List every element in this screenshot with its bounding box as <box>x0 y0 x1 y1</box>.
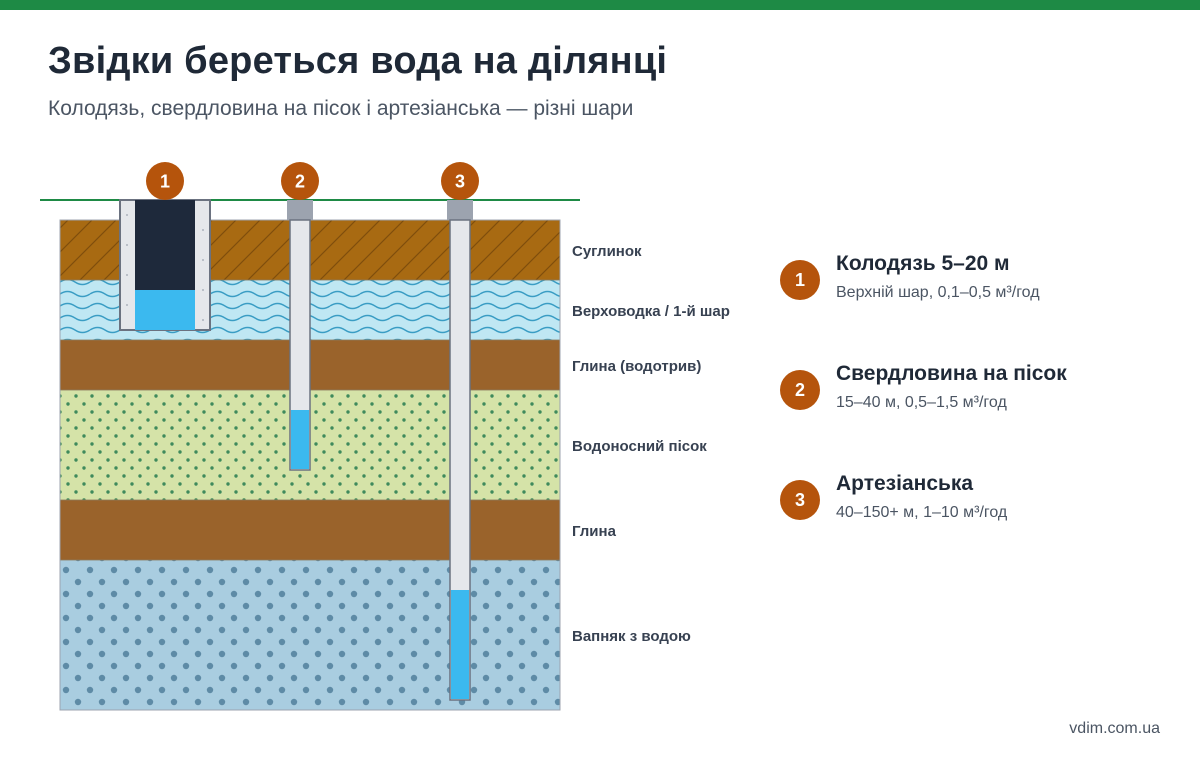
legend-item-sand-borehole: 2 Свердловина на пісок 15–40 м, 0,5–1,5 … <box>780 362 1160 440</box>
layer-label-perched-water: Верховодка / 1-й шар <box>572 303 730 320</box>
borehole-sand <box>287 200 313 471</box>
legend-desc-well: Верхній шар, 0,1–0,5 м³/год <box>836 284 1040 301</box>
badge-1: 1 <box>146 162 184 200</box>
legend-title-well: Колодязь 5–20 м <box>836 252 1010 275</box>
well-dug-shaft <box>119 199 211 331</box>
badge-3: 3 <box>441 162 479 200</box>
legend-item-well: 1 Колодязь 5–20 м Верхній шар, 0,1–0,5 м… <box>780 252 1160 330</box>
svg-text:1: 1 <box>160 172 170 192</box>
legend-badge-1: 1 <box>780 260 820 300</box>
borehole-artesian <box>447 200 473 701</box>
page-subtitle: Колодязь, свердловина на пісок і артезіа… <box>48 97 634 120</box>
legend-badge-2: 2 <box>780 370 820 410</box>
page-title: Звідки береться вода на ділянці <box>48 40 668 82</box>
layer-clay <box>60 500 560 560</box>
top-accent-bar <box>0 0 1200 10</box>
well-1-water <box>135 290 195 330</box>
badge-2: 2 <box>281 162 319 200</box>
layer-label-loam: Суглинок <box>572 243 642 260</box>
legend-title-sand-borehole: Свердловина на пісок <box>836 362 1067 385</box>
footer-site-link[interactable]: vdim.com.ua <box>1069 720 1160 737</box>
layer-label-aquifer-sand: Водоносний пісок <box>572 438 707 455</box>
legend-badge-3: 3 <box>780 480 820 520</box>
svg-text:2: 2 <box>295 172 305 192</box>
layer-label-limestone: Вапняк з водою <box>572 628 691 645</box>
legend-item-artesian: 3 Артезіанська 40–150+ м, 1–10 м³/год <box>780 472 1160 550</box>
layer-limestone <box>60 560 560 710</box>
legend-desc-artesian: 40–150+ м, 1–10 м³/год <box>836 504 1008 521</box>
legend-desc-sand-borehole: 15–40 м, 0,5–1,5 м³/год <box>836 394 1007 411</box>
borehole-2-water <box>291 410 309 469</box>
borehole-3-water <box>451 590 469 699</box>
layer-label-clay-aquitard: Глина (водотрив) <box>572 358 701 375</box>
legend-title-artesian: Артезіанська <box>836 472 974 495</box>
layer-label-clay: Глина <box>572 523 617 540</box>
svg-text:3: 3 <box>455 172 465 192</box>
